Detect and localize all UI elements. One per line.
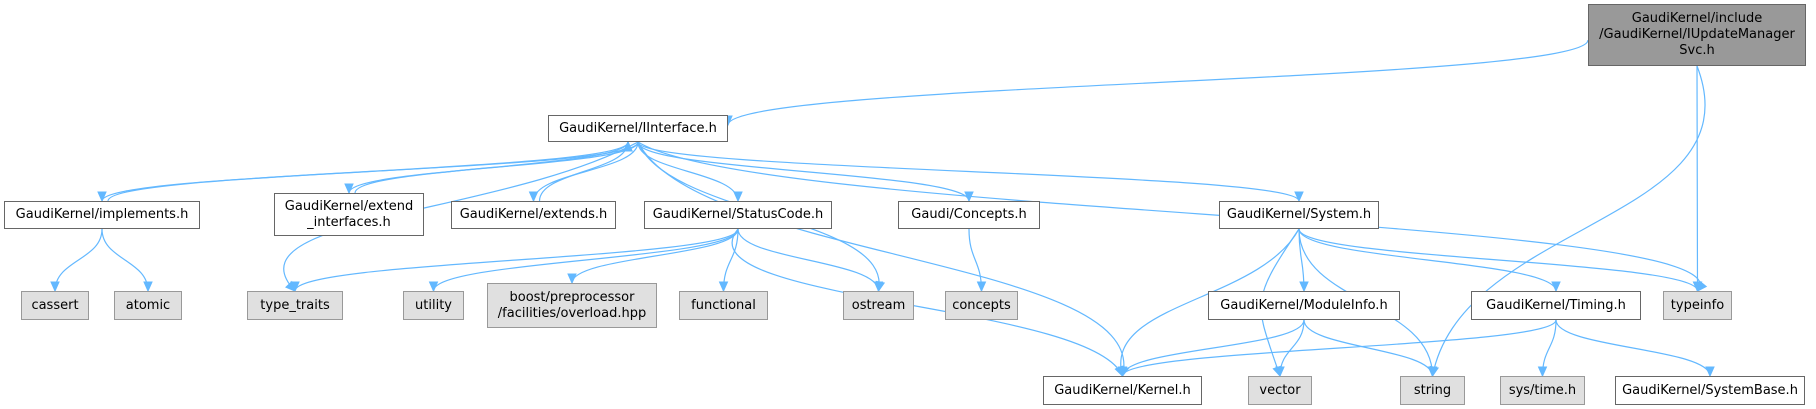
node-label: GaudiKernel/extends.h [459,207,608,222]
node-label: sys/time.h [1508,382,1577,398]
node-systime: sys/time.h [1500,376,1585,405]
node-concepts: concepts [945,291,1018,320]
edge-arrowhead [97,191,107,203]
node-label: GaudiKernel/SystemBase.h [1622,382,1798,398]
edge-extend_interfaces-to-iinterface [354,141,629,194]
edge-arrowhead [623,140,633,152]
edge-arrowhead [1551,281,1561,293]
edge-statuscode-to-utility [432,228,739,292]
edge-arrowhead [1537,366,1548,378]
edge-timing-to-kernel [1121,319,1557,377]
edge-iinterface-to-system [637,141,1300,202]
edge-statuscode-to-boost_overload [571,228,739,284]
node-label: vector [1259,382,1301,398]
node-ostream: ostream [843,291,914,320]
edge-arrowhead [976,281,987,293]
edge-statuscode-to-kernel [731,228,1124,377]
node-type-traits: type_traits [247,291,343,320]
edge-implements-to-iinterface [107,141,629,202]
edge-timing-to-systembase [1555,319,1711,377]
edge-root-to-iinterface [727,39,1589,126]
node-extend-interfaces[interactable]: GaudiKernel/extend _interfaces.h [274,193,424,236]
edge-system-to-timing [1298,228,1557,292]
node-atomic: atomic [114,291,182,320]
node-functional: functional [679,291,768,320]
node-label: GaudiKernel/ModuleInfo.h [1220,297,1388,313]
node-concepts-h[interactable]: Gaudi/Concepts.h [898,201,1040,229]
node-systembase[interactable]: GaudiKernel/SystemBase.h [1615,376,1805,405]
edge-arrowhead [344,183,354,195]
node-label: concepts [952,297,1011,313]
node-label: GaudiKernel/Kernel.h [1054,382,1191,398]
edge-implements-to-cassert [54,228,103,292]
edge-iinterface-to-kernel [637,141,1125,377]
node-label: ostream [851,297,906,313]
node-label: Gaudi/Concepts.h [911,207,1027,222]
edge-arrowhead [1692,281,1703,293]
node-statuscode[interactable]: GaudiKernel/StatusCode.h [644,201,832,229]
node-root: GaudiKernel/include /GaudiKernel/IUpdate… [1588,4,1806,66]
edge-arrowhead [428,281,439,293]
node-label: string [1413,382,1452,398]
node-utility: utility [403,291,464,320]
edge-arrowhead [50,281,60,293]
edge-moduleinfo-to-kernel [1121,319,1305,377]
edge-arrowhead [143,281,153,293]
edge-statuscode-to-ostream [737,228,880,292]
node-typeinfo: typeinfo [1663,291,1732,320]
node-label: GaudiKernel/include /GaudiKernel/IUpdate… [1599,11,1795,58]
edge-iinterface-to-concepts_h [637,141,970,202]
node-label: utility [415,297,452,313]
edge-arrowhead [567,273,577,285]
node-label: functional [691,297,756,313]
node-label: GaudiKernel/extend _interfaces.h [284,198,414,230]
node-system[interactable]: GaudiKernel/System.h [1219,201,1379,229]
edge-arrowhead [1294,191,1304,203]
edge-implements-to-atomic [101,228,149,292]
node-label: GaudiKernel/StatusCode.h [652,207,824,222]
node-iinterface[interactable]: GaudiKernel/IInterface.h [548,115,728,142]
node-label: boost/preprocessor /facilities/overload.… [497,289,647,321]
node-string: string [1400,376,1465,405]
edge-system-to-typeinfo [1298,228,1699,292]
edge-arrowhead [718,281,729,293]
edge-arrowhead [1117,366,1128,378]
node-label: atomic [125,297,171,313]
node-extends[interactable]: GaudiKernel/extends.h [451,201,616,229]
node-timing[interactable]: GaudiKernel/Timing.h [1471,291,1641,320]
edge-arrowhead [290,281,300,293]
node-implements[interactable]: GaudiKernel/implements.h [4,201,200,229]
edge-root-to-typeinfo [1696,65,1699,292]
edge-arrowhead [1427,366,1438,378]
node-label: type_traits [260,297,330,313]
node-cassert: cassert [21,291,89,320]
node-vector: vector [1248,376,1312,405]
node-label: GaudiKernel/IInterface.h [559,120,717,136]
edge-arrowhead [528,191,539,203]
edge-moduleinfo-to-string [1303,319,1434,377]
edge-arrowhead [1299,281,1309,293]
node-boost-overload: boost/preprocessor /facilities/overload.… [487,283,657,328]
node-label: GaudiKernel/implements.h [15,207,189,222]
node-label: GaudiKernel/System.h [1226,207,1372,222]
node-label: GaudiKernel/Timing.h [1486,297,1626,313]
node-label: typeinfo [1670,297,1725,313]
node-label: cassert [31,297,79,313]
edge-statuscode-to-type_traits [294,228,739,292]
edge-arrowhead [1275,366,1285,378]
edge-system-to-kernel [1120,228,1300,377]
edge-iinterface-to-statuscode [637,141,739,202]
node-moduleinfo[interactable]: GaudiKernel/ModuleInfo.h [1208,291,1400,320]
edge-arrowhead [733,191,743,203]
edge-arrowhead [1705,366,1715,378]
node-kernel[interactable]: GaudiKernel/Kernel.h [1043,376,1202,405]
edge-arrowhead [873,281,884,293]
edge-root-to-string [1431,65,1706,377]
